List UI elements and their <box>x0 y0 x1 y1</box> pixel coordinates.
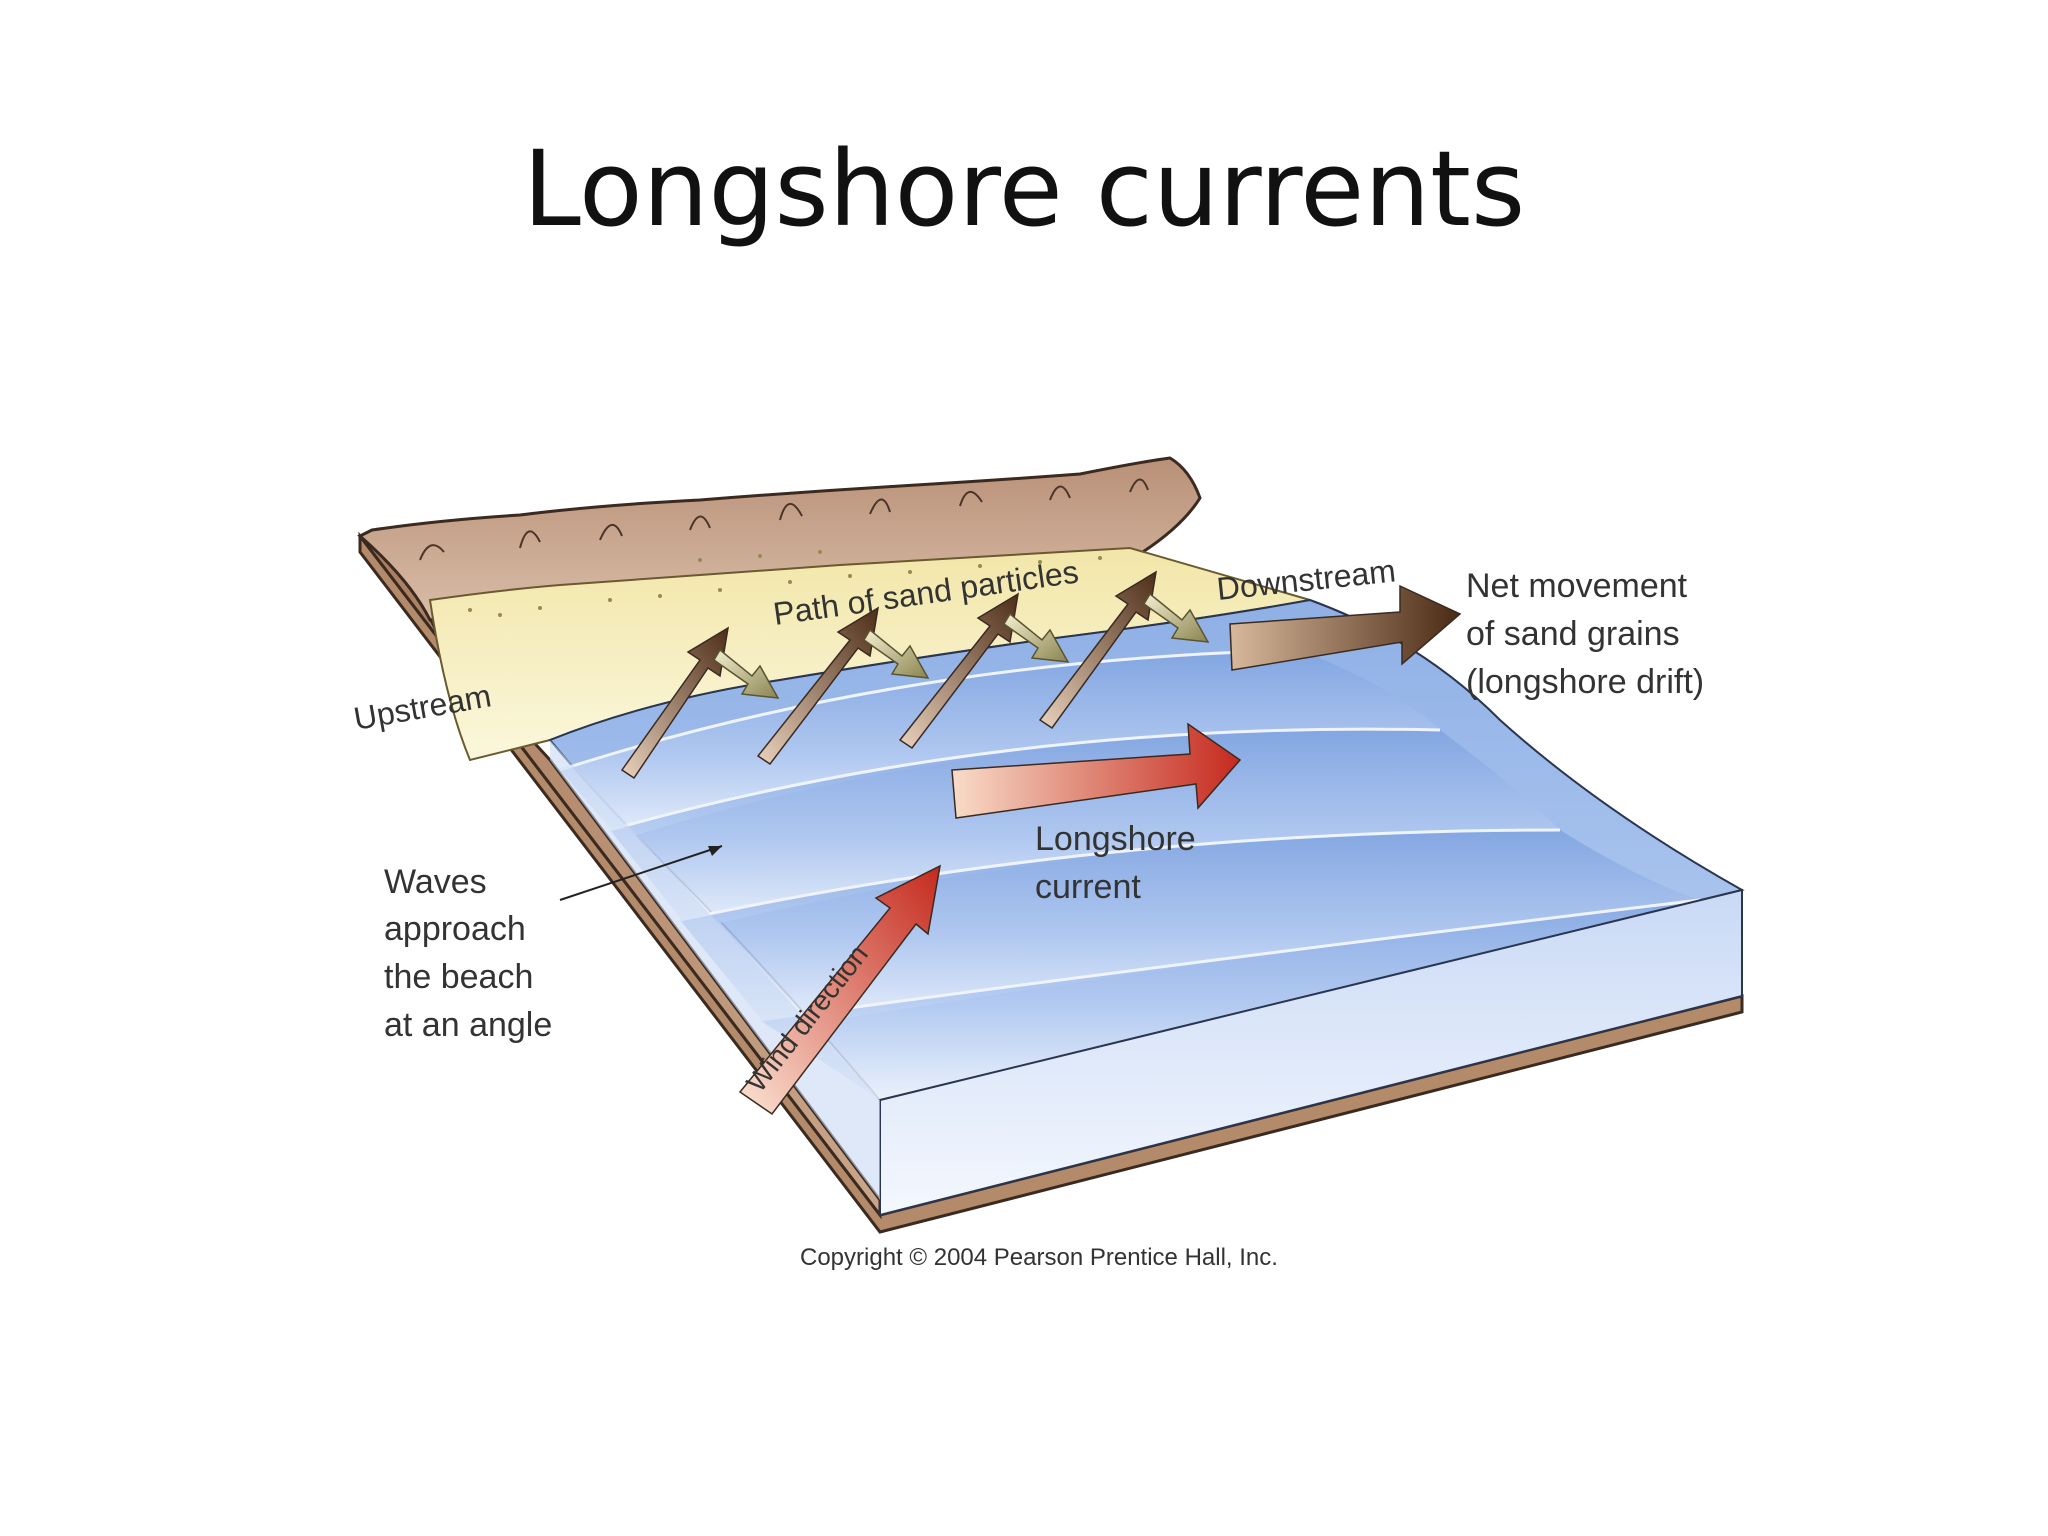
label-longshore-1: Longshore <box>1035 820 1196 858</box>
label-waves-1: Waves <box>384 863 487 901</box>
label-waves-4: at an angle <box>384 1006 552 1044</box>
label-waves-3: the beach <box>384 958 533 996</box>
copyright-notice: Copyright © 2004 Pearson Prentice Hall, … <box>800 1244 1278 1271</box>
slide-title: Longshore currents <box>522 128 1526 250</box>
land-texture <box>419 478 1149 561</box>
label-net-movement-1: Net movement <box>1466 567 1688 605</box>
longshore-current-arrow <box>951 722 1242 819</box>
sand-path-arrows <box>620 570 1158 780</box>
waves-pointer-line <box>559 845 723 901</box>
waves-pointer-head <box>708 846 722 856</box>
sand-speckles <box>468 550 1102 617</box>
label-waves-2: approach <box>384 910 526 948</box>
label-net-movement-3: (longshore drift) <box>1466 663 1704 701</box>
land-strip <box>357 456 1202 622</box>
sand-return-arrows <box>712 592 1210 699</box>
label-net-movement-2: of sand grains <box>1466 615 1680 653</box>
net-movement-arrow <box>1229 584 1462 671</box>
wind-direction-arrow <box>738 864 941 1116</box>
water-front-face-left <box>550 740 880 1200</box>
label-longshore-2: current <box>1035 868 1141 906</box>
